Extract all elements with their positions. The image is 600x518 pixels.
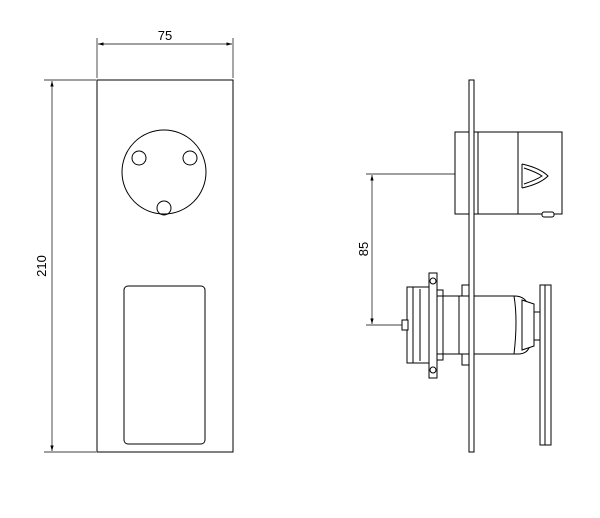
lower-valve-side [401, 272, 552, 446]
knob-hole-right [182, 150, 198, 166]
cover-plate [96, 79, 234, 453]
side-plate [468, 79, 475, 453]
height-label: 210 [34, 255, 49, 277]
knob-hole-bottom [156, 200, 172, 216]
lower-window [123, 285, 206, 445]
upper-handle-side [454, 131, 563, 218]
offset-label: 85 [356, 242, 371, 256]
offset-dimension: 85 [356, 173, 455, 326]
round-control-knob [121, 129, 207, 215]
width-label: 75 [158, 28, 172, 43]
knob-hole-left [131, 150, 147, 166]
height-dimension: 210 [34, 79, 96, 453]
side-view: 85 [356, 79, 563, 453]
front-view: 75 210 [34, 28, 234, 453]
width-dimension: 75 [96, 28, 234, 78]
